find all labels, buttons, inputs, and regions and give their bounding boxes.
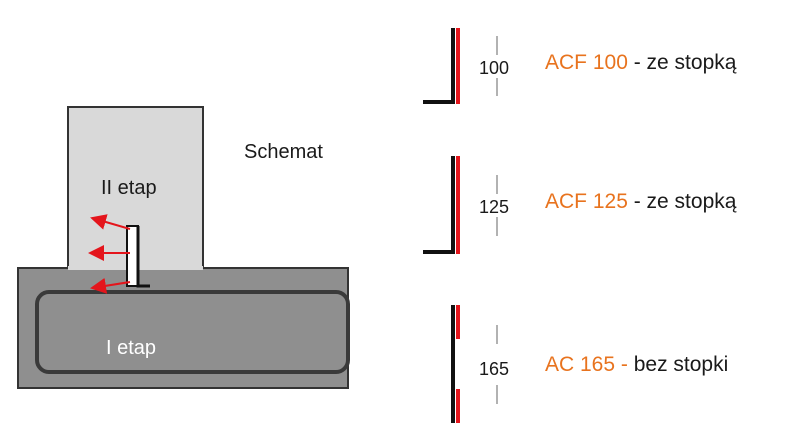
profile-acf-100: 100: [423, 28, 509, 104]
profile-acf-125: 125: [423, 156, 509, 254]
profile-label-acf-125: ACF 125 - ze stopką: [545, 190, 736, 214]
dimension-label: 125: [479, 197, 509, 217]
stage-upper-label: II etap: [101, 177, 157, 199]
profile-ac-165: 165: [451, 305, 509, 423]
dimension-label: 100: [479, 58, 509, 78]
schematic-title: Schemat: [244, 141, 323, 163]
profile-label-ac-165: AC 165 - bez stopki: [545, 353, 728, 377]
arrow-upper: [90, 214, 131, 230]
water-pressure-arrows: [88, 214, 131, 294]
rebar-loop: [35, 290, 350, 374]
stage-lower-label: I etap: [106, 337, 156, 359]
waterstop-profile: [126, 225, 150, 288]
profile-description: bez stopki: [627, 353, 729, 376]
profile-code: ACF 125: [545, 190, 628, 213]
profile-description: - ze stopką: [627, 51, 737, 74]
dimension-label: 165: [479, 359, 509, 379]
arrow-lower: [90, 277, 131, 294]
profile-label-acf-100: ACF 100 - ze stopką: [545, 51, 736, 75]
profile-description: - ze stopką: [627, 190, 737, 213]
profile-code: ACF 100: [545, 51, 628, 74]
profile-code: AC 165 -: [545, 353, 628, 376]
first-stage-slab: [17, 267, 350, 389]
